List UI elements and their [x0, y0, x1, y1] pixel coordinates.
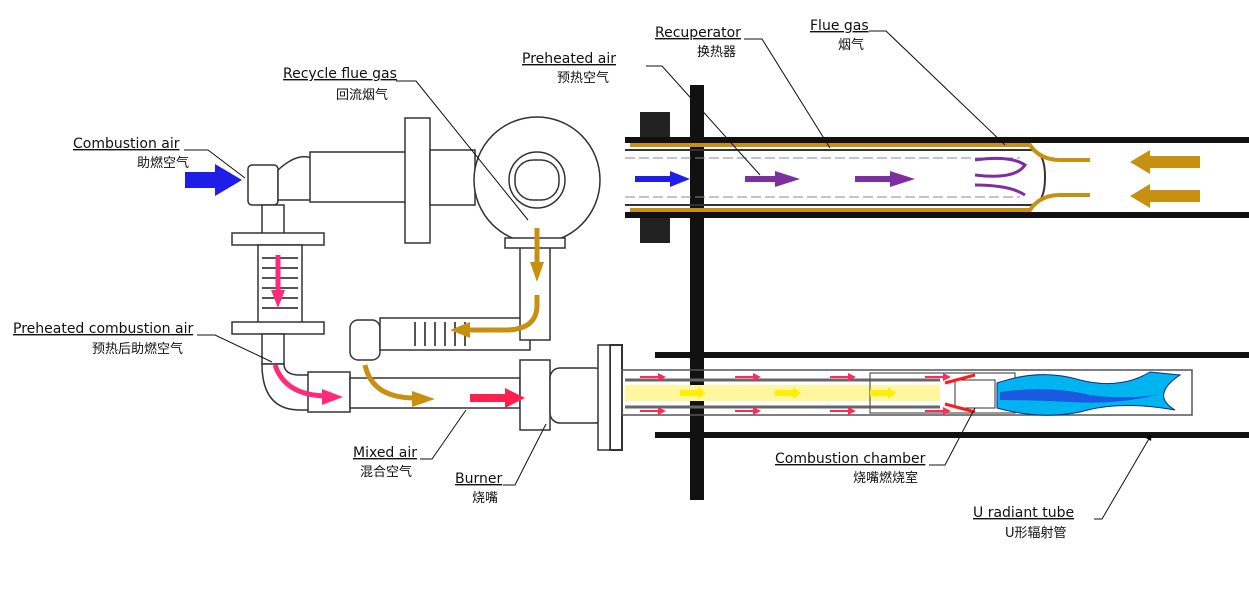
- label-recuperator: Recuperator 换热器: [655, 25, 741, 60]
- label-preheated-combustion-air: Preheated combustion air 预热后助燃空气: [13, 321, 193, 357]
- label-preheated-air: Preheated air 预热空气: [522, 51, 616, 86]
- label-en: Flue gas: [810, 18, 869, 34]
- label-combustion-chamber: Combustion chamber 烧嘴燃烧室: [775, 451, 926, 486]
- preheated-combustion-air-arrowhead-bend: [322, 389, 343, 405]
- upper-radiant-tube: [625, 112, 1249, 243]
- label-zh: 助燃空气: [137, 155, 189, 171]
- label-en: Recuperator: [655, 25, 741, 41]
- recycle-flue-gas-arrow: [465, 228, 540, 333]
- label-zh: 烧嘴: [472, 491, 498, 506]
- label-en: U radiant tube: [973, 505, 1074, 521]
- label-zh: U形辐射管: [1005, 525, 1067, 541]
- combustion-air-inner-arrow: [635, 171, 690, 187]
- label-u-radiant-tube: U radiant tube U形辐射管: [973, 505, 1074, 541]
- label-en: Combustion air: [73, 136, 180, 152]
- label-en: Preheated air: [522, 51, 616, 67]
- piping: [231, 116, 611, 451]
- label-en: Preheated combustion air: [13, 321, 193, 337]
- leader-lines: [184, 30, 1152, 520]
- label-burner: Burner 烧嘴: [455, 471, 502, 506]
- combustion-chamber: [944, 373, 996, 414]
- flue-gas-mix-arrow: [362, 364, 416, 401]
- flame-core: [1000, 389, 1160, 403]
- label-zh: 预热后助燃空气: [92, 341, 183, 357]
- recycle-flue-gas-arrowheads: [450, 262, 544, 338]
- preheated-combustion-air-arrow-bend: [272, 364, 326, 399]
- label-flue-gas: Flue gas 烟气: [810, 18, 869, 53]
- preheated-combustion-air-arrowhead-down: [271, 290, 285, 308]
- label-en: Recycle flue gas: [283, 66, 397, 82]
- label-en: Mixed air: [353, 445, 417, 461]
- label-mixed-air: Mixed air 混合空气: [353, 445, 417, 480]
- combustion-air-arrow: [185, 164, 242, 196]
- label-zh: 烟气: [838, 37, 864, 53]
- flame: [996, 371, 1182, 416]
- label-zh: 烧嘴燃烧室: [853, 470, 918, 486]
- label-en: Burner: [455, 471, 502, 487]
- mixed-air-arrow: [470, 388, 525, 408]
- label-zh: 混合空气: [360, 464, 412, 480]
- preheated-air-arrows: [745, 156, 1028, 197]
- label-en: Combustion chamber: [775, 451, 926, 467]
- flue-gas-mix-arrowhead: [412, 391, 435, 407]
- label-combustion-air: Combustion air 助燃空气: [73, 136, 189, 171]
- flue-gas-flow: [630, 143, 1090, 212]
- label-zh: 回流烟气: [336, 87, 388, 103]
- label-zh: 预热空气: [557, 70, 609, 86]
- label-zh: 换热器: [697, 45, 736, 60]
- flue-gas-arrows: [1130, 150, 1200, 208]
- label-recycle-flue-gas: Recycle flue gas 回流烟气: [283, 66, 397, 103]
- fuel-arrows: [680, 387, 896, 399]
